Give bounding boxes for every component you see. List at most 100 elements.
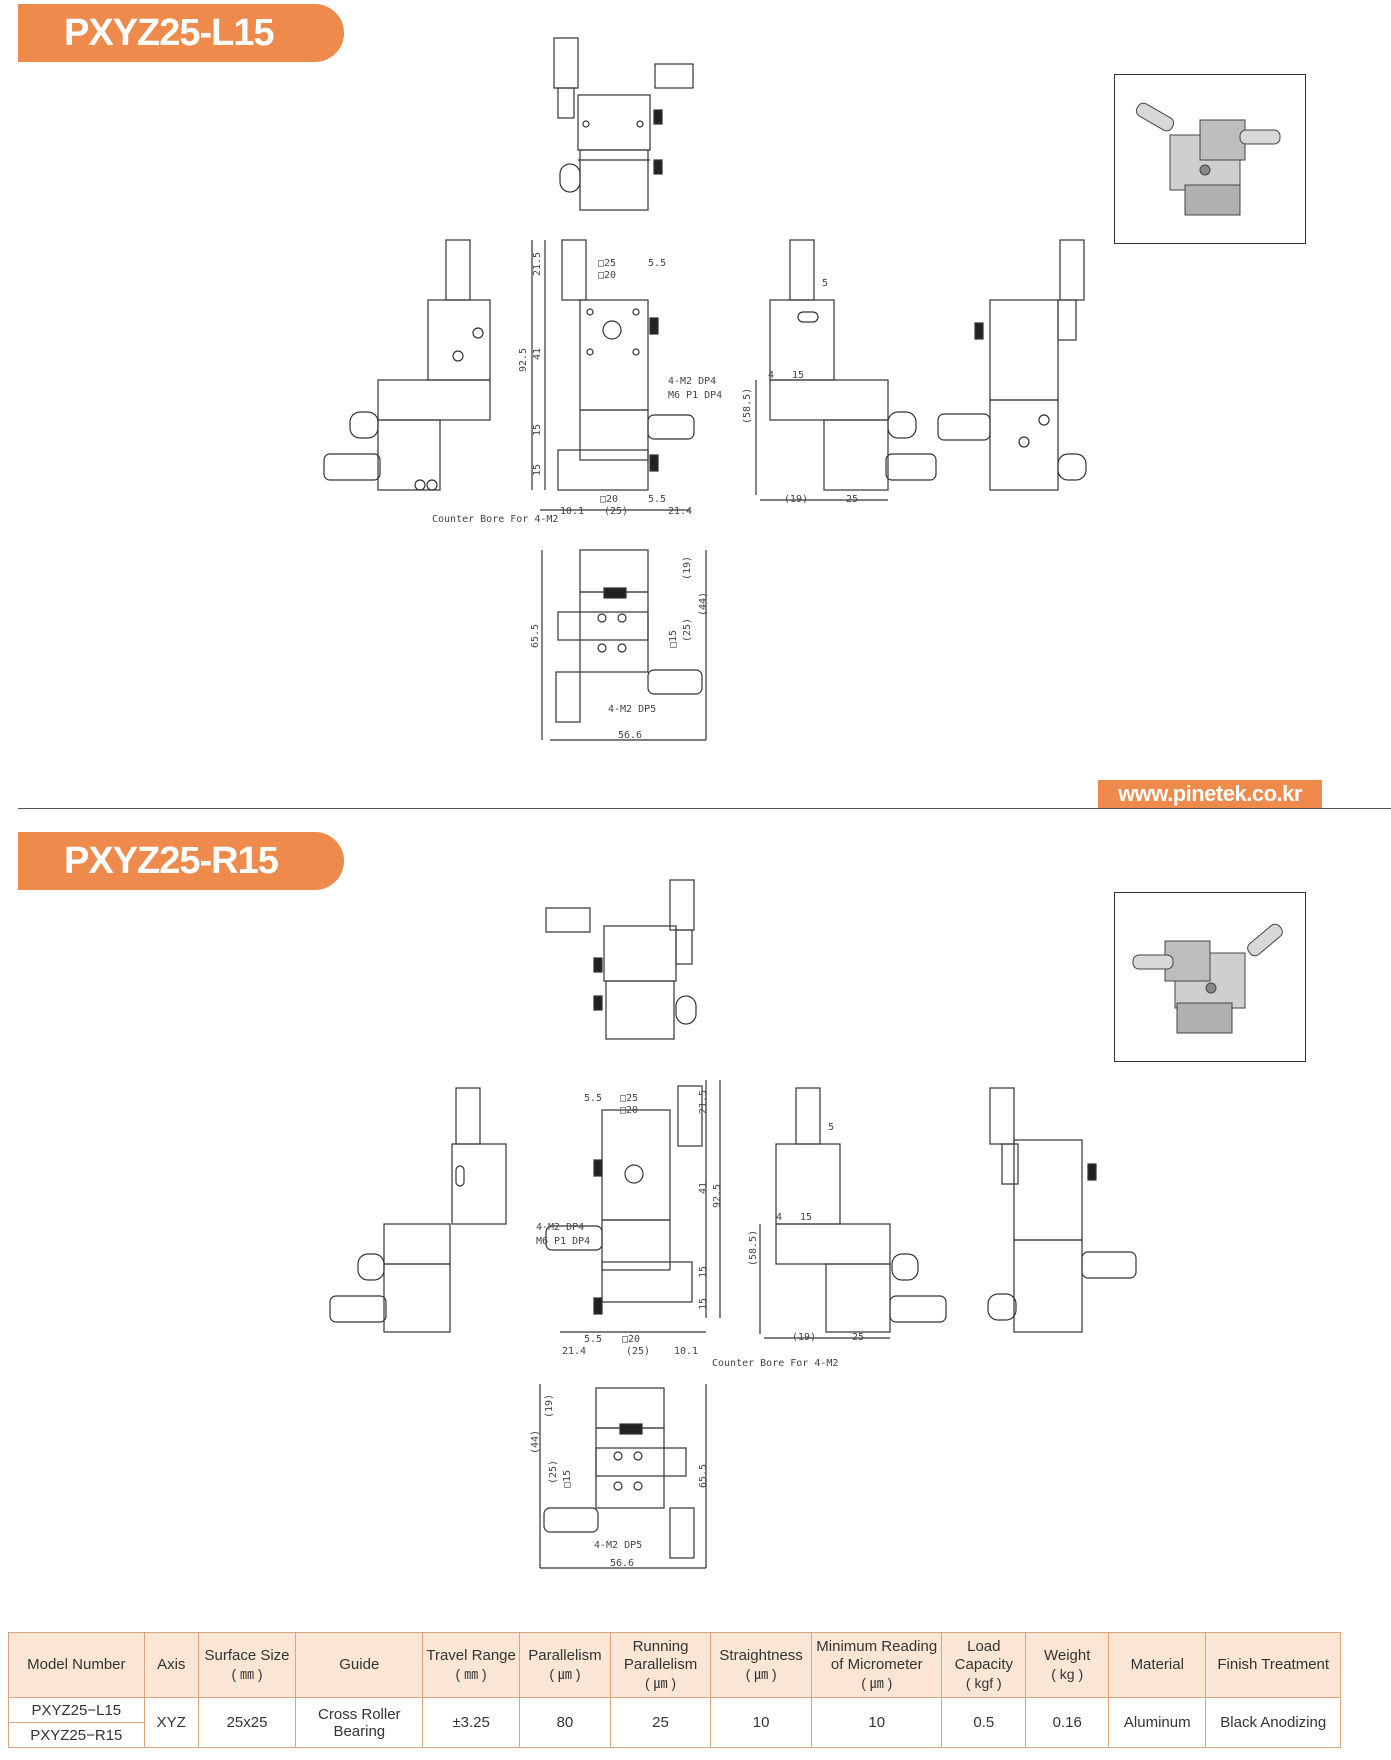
side-5: 5 — [822, 278, 828, 289]
th-running: Running Parallelism( ㎛ ) — [610, 1632, 712, 1698]
plan-view-r15 — [545, 879, 697, 1040]
table-row: PXYZ25−R15 — [8, 1722, 1341, 1748]
right-view-b-r15 — [987, 1087, 1137, 1333]
top-65-5: 65.5 — [530, 624, 541, 648]
drawing-r15: □25 □20 5.5 21.5 41 92.5 15 15 4-M2 DP4 … — [329, 879, 1137, 1569]
th-load: Load Capacity( kgf ) — [941, 1632, 1027, 1698]
th-material: Material — [1108, 1632, 1207, 1698]
bottom-21-4: 21.4 — [668, 506, 692, 517]
th-weight: Weight( kg ) — [1025, 1632, 1110, 1698]
dim-21-5: 21.5 — [698, 1090, 709, 1114]
cell-travel: ±3.25 — [422, 1697, 520, 1748]
bottom-25: (25) — [604, 506, 628, 517]
stage-photo-icon — [1132, 923, 1283, 1034]
th-guide: Guide — [295, 1632, 424, 1698]
top-tap: 4-M2 DP5 — [608, 704, 656, 715]
side-58-5: (58.5) — [742, 388, 753, 424]
top-down-view-l15 — [541, 549, 707, 741]
side-4: 4 — [776, 1212, 782, 1223]
top-sq15: □15 — [668, 630, 679, 648]
dim-sq20: □20 — [598, 270, 616, 281]
website-badge[interactable]: www.pinetek.co.kr — [1098, 780, 1322, 808]
cell-model: PXYZ25−R15 — [8, 1722, 145, 1748]
counter-bore-label: Counter Bore For 4-M2 — [432, 514, 558, 525]
top-down-view-r15 — [539, 1384, 707, 1569]
tap-label-1: 4-M2 DP4 — [668, 376, 716, 387]
dim-sq25: □25 — [598, 258, 616, 269]
th-min-reading: Minimum Reading of Micrometer( ㎛ ) — [811, 1632, 943, 1698]
top-65-5: 65.5 — [698, 1464, 709, 1488]
dim-5-5: 5.5 — [584, 1093, 602, 1104]
side-15: 15 — [792, 370, 804, 381]
dim-15a: 15 — [532, 424, 543, 436]
side-15: 15 — [800, 1212, 812, 1223]
stage-photo-icon — [1135, 102, 1281, 216]
cell-load: 0.5 — [941, 1697, 1027, 1748]
top-44: (44) — [698, 592, 709, 616]
dim-41: 41 — [532, 348, 543, 360]
right-view-a-l15 — [755, 239, 937, 501]
bottom-5-5: 5.5 — [584, 1334, 602, 1345]
dim-15b: 15 — [532, 464, 543, 476]
th-parallelism: Parallelism( ㎛ ) — [518, 1632, 612, 1698]
front-view-r15 — [545, 1080, 721, 1333]
section-title-text: PXYZ25-R15 — [64, 839, 279, 882]
side-19: (19) — [784, 494, 808, 505]
cell-surface: 25x25 — [197, 1697, 297, 1748]
drawing-l15: □25 □20 5.5 21.5 41 92.5 15 15 4-M2 DP4 … — [323, 37, 1087, 741]
cell-axis: XYZ — [143, 1697, 199, 1748]
bottom-5-5: 5.5 — [648, 494, 666, 505]
side-25: 25 — [846, 494, 858, 505]
product-photo-l15 — [1114, 74, 1306, 244]
tap-label-2: M6 P1 DP4 — [668, 390, 722, 401]
dim-5-5: 5.5 — [648, 258, 666, 269]
left-view-l15 — [323, 239, 491, 491]
section-title-l15: PXYZ25-L15 — [18, 4, 344, 62]
side-25: 25 — [852, 1332, 864, 1343]
table-header-row: Model Number Axis Surface Size( ㎜ ) Guid… — [8, 1632, 1341, 1698]
dim-92-5: 92.5 — [518, 348, 529, 372]
top-19: (19) — [544, 1394, 555, 1418]
dim-92-5: 92.5 — [712, 1184, 723, 1208]
website-text: www.pinetek.co.kr — [1118, 781, 1302, 806]
top-tap: 4-M2 DP5 — [594, 1540, 642, 1551]
right-view-b-l15 — [937, 239, 1087, 491]
dim-sq25: □25 — [620, 1093, 638, 1104]
bottom-10-1: 10.1 — [674, 1346, 698, 1357]
plan-view-l15 — [553, 37, 694, 211]
th-travel: Travel Range( ㎜ ) — [422, 1632, 520, 1698]
product-photo-r15 — [1114, 892, 1306, 1062]
bottom-sq20: □20 — [600, 494, 618, 505]
dim-15b: 15 — [698, 1298, 709, 1310]
bottom-21-4: 21.4 — [562, 1346, 586, 1357]
tap-label-1: 4-M2 DP4 — [536, 1222, 584, 1233]
bottom-sq20: □20 — [622, 1334, 640, 1345]
cell-weight: 0.16 — [1025, 1697, 1110, 1748]
counter-bore-label: Counter Bore For 4-M2 — [712, 1358, 838, 1369]
top-sq15: □15 — [562, 1470, 573, 1488]
section-title-r15: PXYZ25-R15 — [18, 832, 344, 890]
cell-finish: Black Anodizing — [1205, 1697, 1341, 1748]
top-56-6: 56.6 — [618, 730, 642, 741]
cell-model: PXYZ25−L15 — [8, 1697, 145, 1723]
side-4: 4 — [768, 370, 774, 381]
front-view-l15 — [531, 239, 695, 511]
top-19: (19) — [682, 556, 693, 580]
top-44: (44) — [530, 1430, 541, 1454]
bottom-10-1: 10.1 — [560, 506, 584, 517]
table-row: PXYZ25−L15 XYZ 25x25 Cross Roller Bearin… — [8, 1697, 1341, 1748]
th-straightness: Straightness( ㎛ ) — [710, 1632, 813, 1698]
dim-sq20: □20 — [620, 1105, 638, 1116]
cell-parallelism: 80 — [518, 1697, 612, 1748]
cell-guide: Cross Roller Bearing — [295, 1697, 424, 1748]
left-view-r15 — [329, 1087, 507, 1333]
side-58-5: (58.5) — [748, 1230, 759, 1266]
tap-label-2: M6 P1 DP4 — [536, 1236, 590, 1247]
top-56-6: 56.6 — [610, 1558, 634, 1569]
dim-21-5: 21.5 — [532, 252, 543, 276]
top-25: (25) — [682, 618, 693, 642]
th-finish: Finish Treatment — [1205, 1632, 1341, 1698]
th-model: Model Number — [8, 1632, 145, 1698]
bottom-25: (25) — [626, 1346, 650, 1357]
cell-running: 25 — [610, 1697, 712, 1748]
